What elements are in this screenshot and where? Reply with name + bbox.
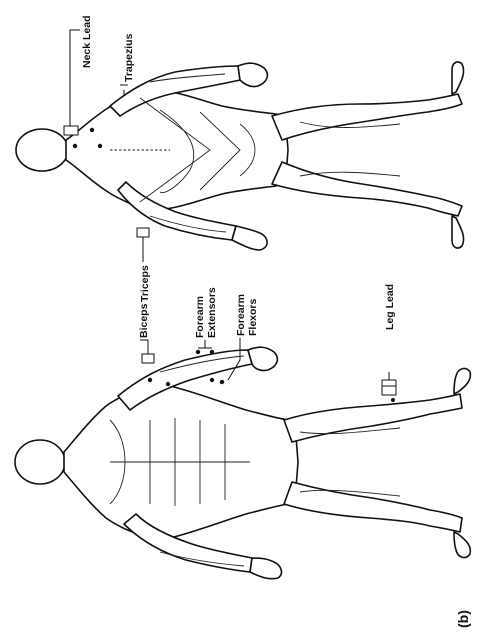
back-foot-top xyxy=(452,62,464,94)
back-leg-top xyxy=(272,94,462,140)
front-foot-top xyxy=(454,369,470,394)
biceps-electrode xyxy=(142,354,154,363)
front-foot-bottom xyxy=(454,532,470,557)
neck-lead-electrode xyxy=(64,126,78,135)
front-leg-bottom xyxy=(284,482,462,532)
back-forearm-bottom xyxy=(232,226,267,250)
back-leg-bottom xyxy=(272,162,462,216)
label-forearm-extensors-1: Forearm xyxy=(194,296,206,338)
triceps-electrode xyxy=(137,228,149,237)
back-foot-bottom xyxy=(452,216,464,248)
front-view-figure xyxy=(15,338,470,579)
back-forearm-top xyxy=(238,63,267,86)
label-triceps: Triceps xyxy=(139,265,151,302)
label-neck-lead: Neck Lead xyxy=(81,15,93,68)
figure-label: (b) xyxy=(455,610,471,628)
label-forearm-flexors-1: Forearm xyxy=(235,294,247,336)
label-trapezius: Trapezius xyxy=(123,33,135,82)
label-leg-lead: Leg Lead xyxy=(384,284,396,330)
label-forearm-flexors-2: Flexors xyxy=(247,298,259,336)
label-forearm-extensors-2: Extensors xyxy=(206,287,218,338)
front-head xyxy=(15,440,65,484)
front-forearm-bottom xyxy=(250,558,281,579)
front-forearm-top xyxy=(248,347,277,370)
leg-lead-electrode xyxy=(382,386,396,395)
back-head xyxy=(16,129,68,171)
front-leg-top xyxy=(284,394,462,442)
label-biceps: Biceps xyxy=(138,303,150,338)
